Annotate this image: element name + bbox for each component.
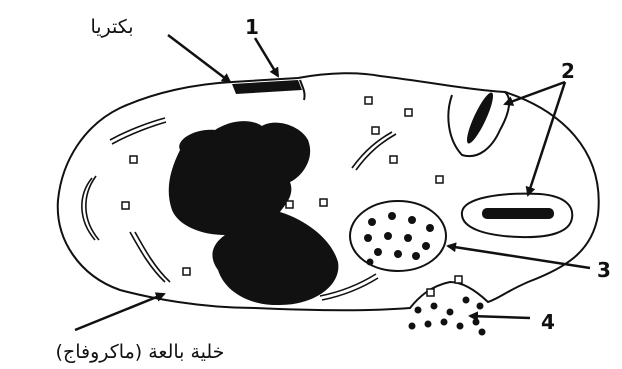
label-number-3: 3: [597, 258, 611, 282]
label-number-4: 4: [541, 310, 555, 334]
label-number-2: 2: [561, 59, 575, 83]
bacterium-in-phagosome-lower: [482, 208, 554, 219]
lysosome-vesicle: [350, 201, 446, 271]
label-macrophage: خلية بالعة (ماكروفاج): [56, 341, 225, 363]
label-number-1: 1: [245, 15, 259, 39]
label-bacteria: بكتريا: [90, 16, 133, 38]
